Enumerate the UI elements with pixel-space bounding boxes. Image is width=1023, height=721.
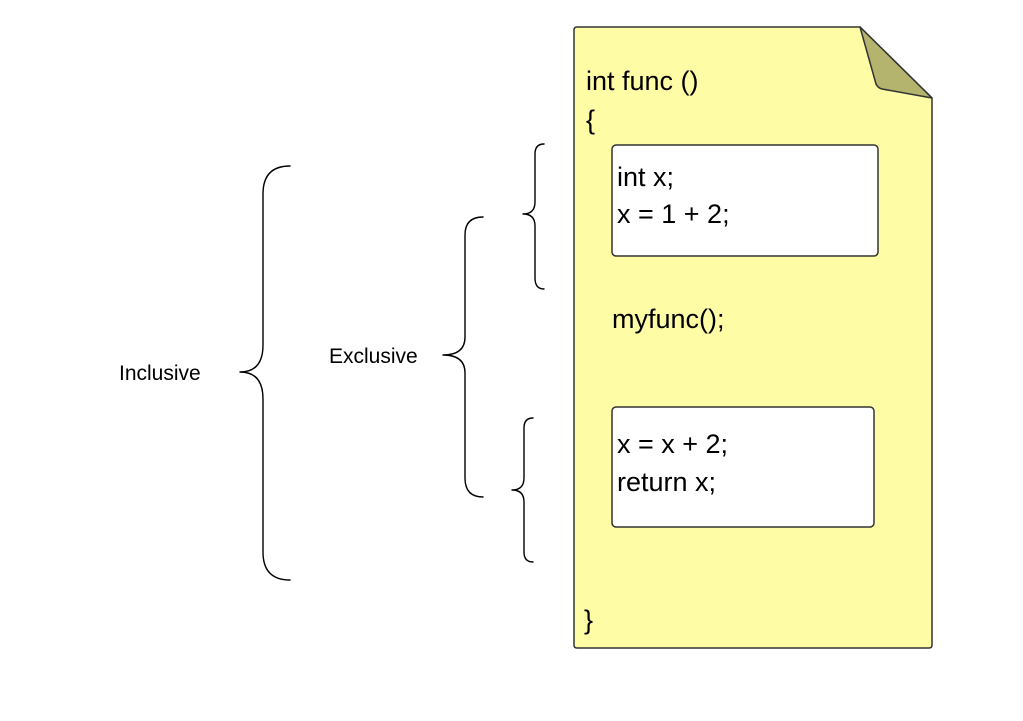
- code-line: x = 1 + 2;: [617, 199, 730, 229]
- code-block-2: x = x + 2; return x;: [611, 406, 875, 528]
- exclusive-label: Exclusive: [329, 345, 418, 368]
- inclusive-label: Inclusive: [119, 362, 201, 385]
- code-line: x = x + 2;: [617, 429, 728, 459]
- opening-brace: {: [586, 105, 595, 135]
- inclusive-brace: [239, 165, 291, 581]
- first-block-brace: [522, 143, 545, 290]
- closing-brace: }: [584, 605, 593, 635]
- code-line: int x;: [617, 162, 674, 192]
- second-block-brace: [511, 417, 534, 563]
- function-call: myfunc();: [612, 304, 725, 334]
- code-line: return x;: [617, 467, 716, 497]
- code-block-2-box: [611, 406, 875, 528]
- function-signature: int func (): [586, 66, 699, 96]
- exclusive-brace: [442, 216, 484, 498]
- folded-corner: [859, 26, 933, 99]
- document-page: [573, 26, 933, 649]
- code-block-1: int x; x = 1 + 2;: [611, 144, 879, 257]
- source-document: int func () { int x; x = 1 + 2; myfunc()…: [573, 26, 933, 649]
- code-block-1-box: [611, 144, 879, 257]
